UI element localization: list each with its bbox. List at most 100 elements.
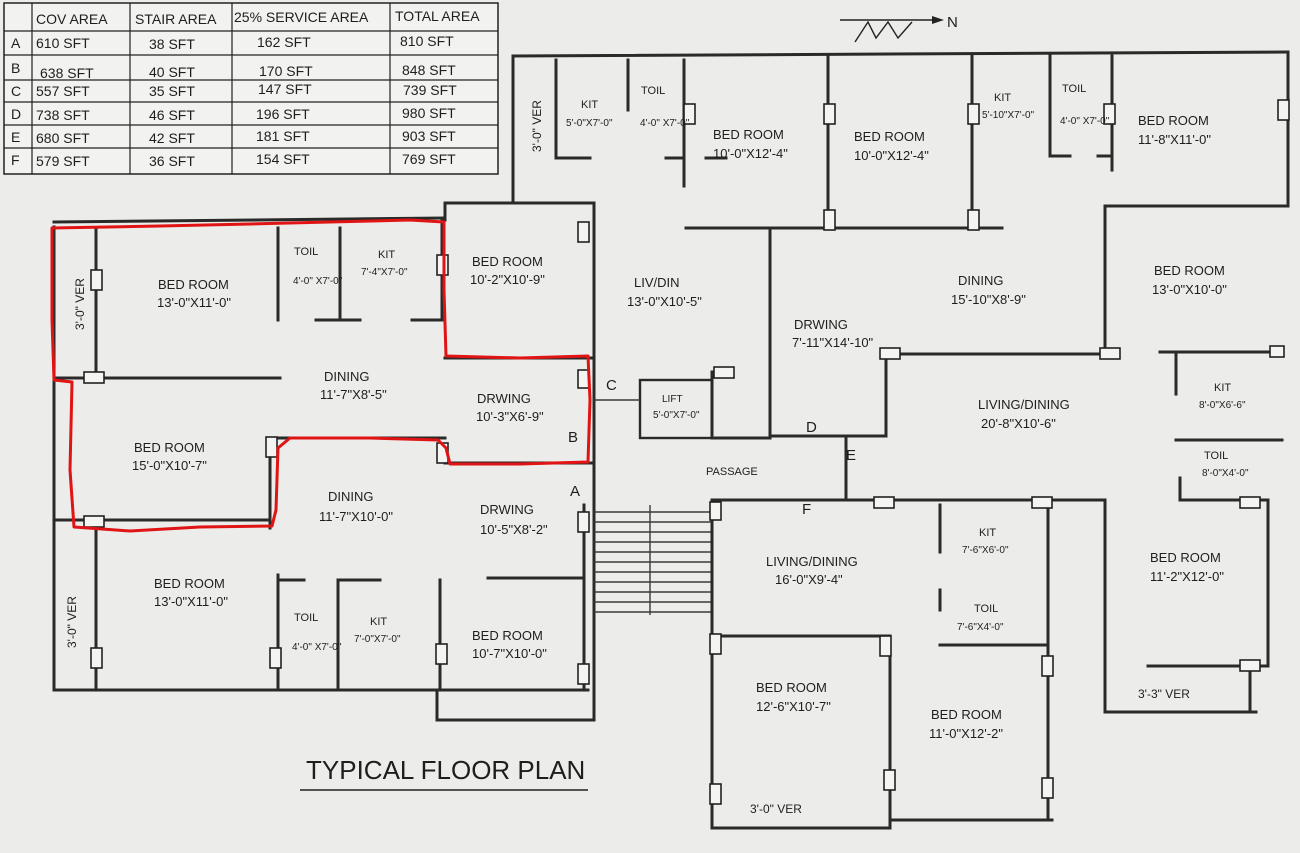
north-arrow-icon	[840, 16, 944, 43]
room-name: BED ROOM	[158, 277, 229, 292]
room-size: 4'-0" X7'-0"	[640, 118, 690, 129]
room-name: BED ROOM	[854, 129, 925, 144]
table-cell: 848 SFT	[402, 62, 456, 78]
passage-label: PASSAGE	[706, 466, 758, 478]
room-size: 5'-0"X7'-0"	[566, 118, 613, 129]
verandah-label: 3'-3" VER	[1138, 687, 1190, 701]
room-size: 10'-0"X12'-4"	[713, 146, 788, 161]
room-size: 10'-5"X8'-2"	[480, 522, 548, 537]
room-size: 5'-0"X7'-0"	[653, 410, 700, 421]
room-size: 11'-7"X8'-5"	[320, 387, 387, 402]
table-cell: 46 SFT	[149, 107, 195, 123]
room-name: KIT	[581, 99, 598, 111]
stair	[594, 505, 712, 615]
room-size: 15'-0"X10'-7"	[132, 458, 207, 473]
room-name: LIVING/DINING	[978, 397, 1070, 412]
room-name: DINING	[958, 273, 1004, 288]
table-cell: 980 SFT	[402, 105, 456, 121]
room-name: KIT	[378, 249, 395, 261]
highlight-outline	[50, 218, 592, 533]
room-name: BED ROOM	[931, 707, 1002, 722]
room-size: 11'-2"X12'-0"	[1150, 569, 1224, 584]
room-size: 12'-6"X10'-7"	[756, 699, 831, 714]
table-cell: 196 SFT	[256, 106, 310, 122]
table-header-service-area: 25% SERVICE AREA	[234, 9, 369, 25]
room-name: TOIL	[294, 612, 318, 624]
room-size: 7'-11"X14'-10"	[792, 335, 874, 350]
room-name: TOIL	[294, 246, 318, 258]
verandah-label: 3'-0" VER	[65, 596, 79, 648]
room-name: BED ROOM	[472, 628, 543, 643]
room-name: KIT	[994, 92, 1011, 104]
room-size: 10'-2"X10'-9"	[470, 272, 545, 287]
table-cell: 42 SFT	[149, 130, 195, 146]
table-cell: A	[11, 35, 21, 51]
room-name: BED ROOM	[154, 576, 225, 591]
table-cell: 147 SFT	[258, 81, 312, 97]
room-name: BED ROOM	[713, 127, 784, 142]
room-size: 11'-0"X12'-2"	[929, 726, 1003, 741]
flat-label-c: C	[606, 377, 617, 394]
table-cell: 170 SFT	[259, 63, 313, 79]
table-cell: B	[11, 60, 20, 76]
room-name: DINING	[324, 369, 370, 384]
room-name: BED ROOM	[134, 440, 205, 455]
room-size: 13'-0"X10'-5"	[627, 294, 702, 309]
plan-title: TYPICAL FLOOR PLAN	[306, 755, 585, 785]
columns	[83, 99, 1290, 805]
room-size: 11'-7"X10'-0"	[319, 509, 393, 524]
room-name: LIFT	[662, 394, 683, 405]
table-cell: C	[11, 83, 21, 99]
room-name: TOIL	[1204, 450, 1228, 462]
room-size: 11'-8"X11'-0"	[1138, 132, 1211, 147]
room-name: BED ROOM	[1150, 550, 1221, 565]
table-cell: 903 SFT	[402, 128, 456, 144]
room-size: 15'-10"X8'-9"	[951, 292, 1026, 307]
flat-label-b: B	[568, 429, 578, 446]
table-cell: 162 SFT	[257, 34, 311, 50]
verandah-label: 3'-0" VER	[530, 100, 544, 152]
verandah-label: 3'-0" VER	[73, 278, 87, 330]
table-cell: 738 SFT	[36, 107, 90, 123]
room-name: BED ROOM	[756, 680, 827, 695]
room-name: LIV/DIN	[634, 275, 680, 290]
room-name: LIVING/DINING	[766, 554, 858, 569]
table-cell: 36 SFT	[149, 153, 195, 169]
flat-label-e: E	[846, 447, 856, 464]
walls-left-block	[52, 201, 596, 722]
table-cell: 739 SFT	[403, 82, 457, 98]
room-labels: BED ROOM 13'-0"X11'-0" TOIL 4'-0" X7'-0"…	[132, 83, 1249, 741]
room-size: 7'-6"X6'-0"	[962, 545, 1009, 556]
table-cell: 769 SFT	[402, 151, 456, 167]
table-cell: D	[11, 106, 21, 122]
flat-label-f: F	[802, 501, 811, 518]
table-cell: 810 SFT	[400, 33, 454, 49]
room-name: TOIL	[974, 603, 998, 615]
flat-label-d: D	[806, 419, 817, 436]
room-size: 5'-10"X7'-0"	[982, 110, 1035, 121]
room-name: KIT	[370, 616, 387, 628]
area-table: COV AREA STAIR AREA 25% SERVICE AREA TOT…	[3, 2, 499, 175]
room-name: DRWING	[794, 317, 848, 332]
room-name: BED ROOM	[1154, 263, 1225, 278]
table-cell: 38 SFT	[149, 36, 195, 52]
table-cell: 40 SFT	[149, 64, 195, 80]
room-name: DRWING	[480, 502, 534, 517]
table-cell: 154 SFT	[256, 151, 310, 167]
table-cell: E	[11, 129, 20, 145]
flat-label-a: A	[570, 483, 580, 500]
table-cell: 557 SFT	[36, 83, 90, 99]
room-size: 13'-0"X11'-0"	[157, 295, 231, 310]
room-name: DINING	[328, 489, 374, 504]
room-size: 8'-0"X6'-6"	[1199, 400, 1246, 411]
room-size: 7'-6"X4'-0"	[957, 622, 1004, 633]
table-cell: F	[11, 152, 20, 168]
room-size: 16'-0"X9'-4"	[775, 572, 843, 587]
table-header-cov-area: COV AREA	[36, 11, 108, 27]
room-size: 4'-0" X7'-0"	[293, 276, 343, 287]
room-size: 4'-0" X7'-0"	[292, 642, 342, 653]
table-cell: 680 SFT	[36, 130, 90, 146]
room-size: 20'-8"X10'-6"	[981, 416, 1056, 431]
room-size: 10'-7"X10'-0"	[472, 646, 547, 661]
